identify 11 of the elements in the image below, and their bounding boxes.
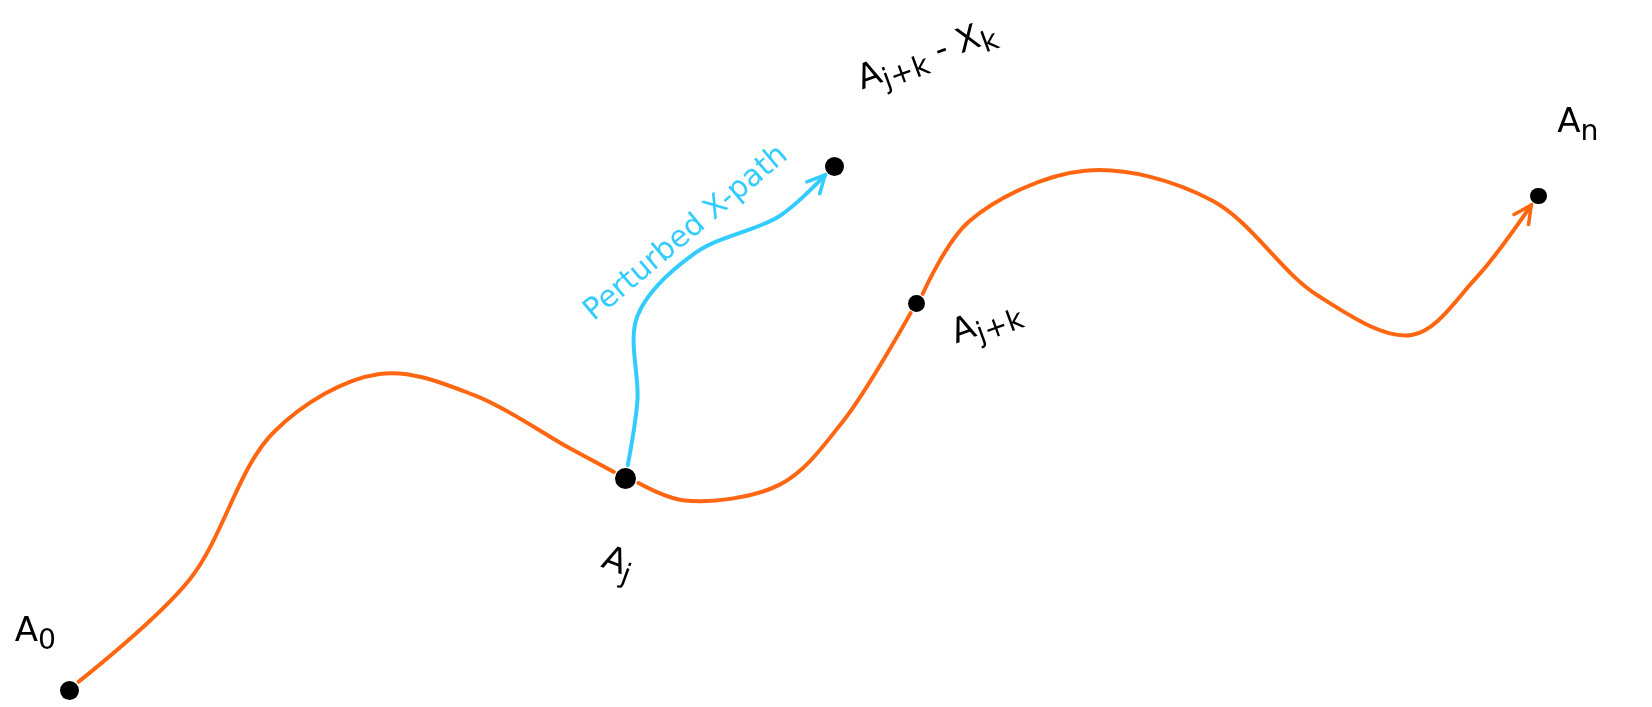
curved-arrow — [920, 168, 1534, 338]
point-dot — [615, 467, 637, 489]
point-dot — [908, 295, 925, 312]
point-label: A$_{n}$ — [1557, 100, 1599, 147]
point-label: A$_{0}$ — [14, 608, 57, 656]
curved-arrow — [625, 172, 828, 467]
point-dot — [1529, 187, 1547, 205]
curved-line — [636, 311, 913, 504]
curved-line — [76, 371, 616, 684]
point-dot — [824, 156, 844, 176]
point-dot — [60, 680, 79, 700]
